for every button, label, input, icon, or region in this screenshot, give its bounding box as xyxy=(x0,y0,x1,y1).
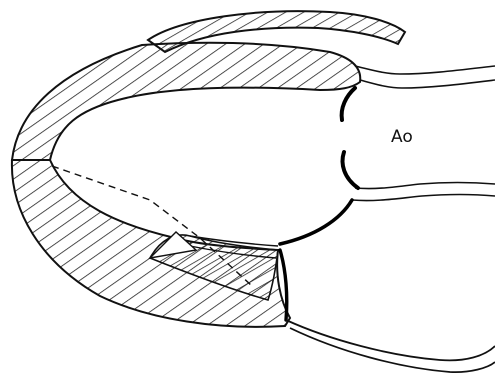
aorta-lower-wall-inner xyxy=(355,183,495,189)
ventricular-septum xyxy=(12,43,360,160)
aorta-label: Ao xyxy=(391,127,413,147)
aorta-upper-wall-inner xyxy=(360,80,495,88)
mitral-anterior-leaflet xyxy=(280,200,352,244)
aortic-valve-upper-cusp xyxy=(342,88,355,120)
aorta-upper-wall-outer xyxy=(355,66,495,74)
aorta-lower-wall-outer xyxy=(352,195,495,201)
aortic-valve-lower-cusp xyxy=(343,152,358,188)
